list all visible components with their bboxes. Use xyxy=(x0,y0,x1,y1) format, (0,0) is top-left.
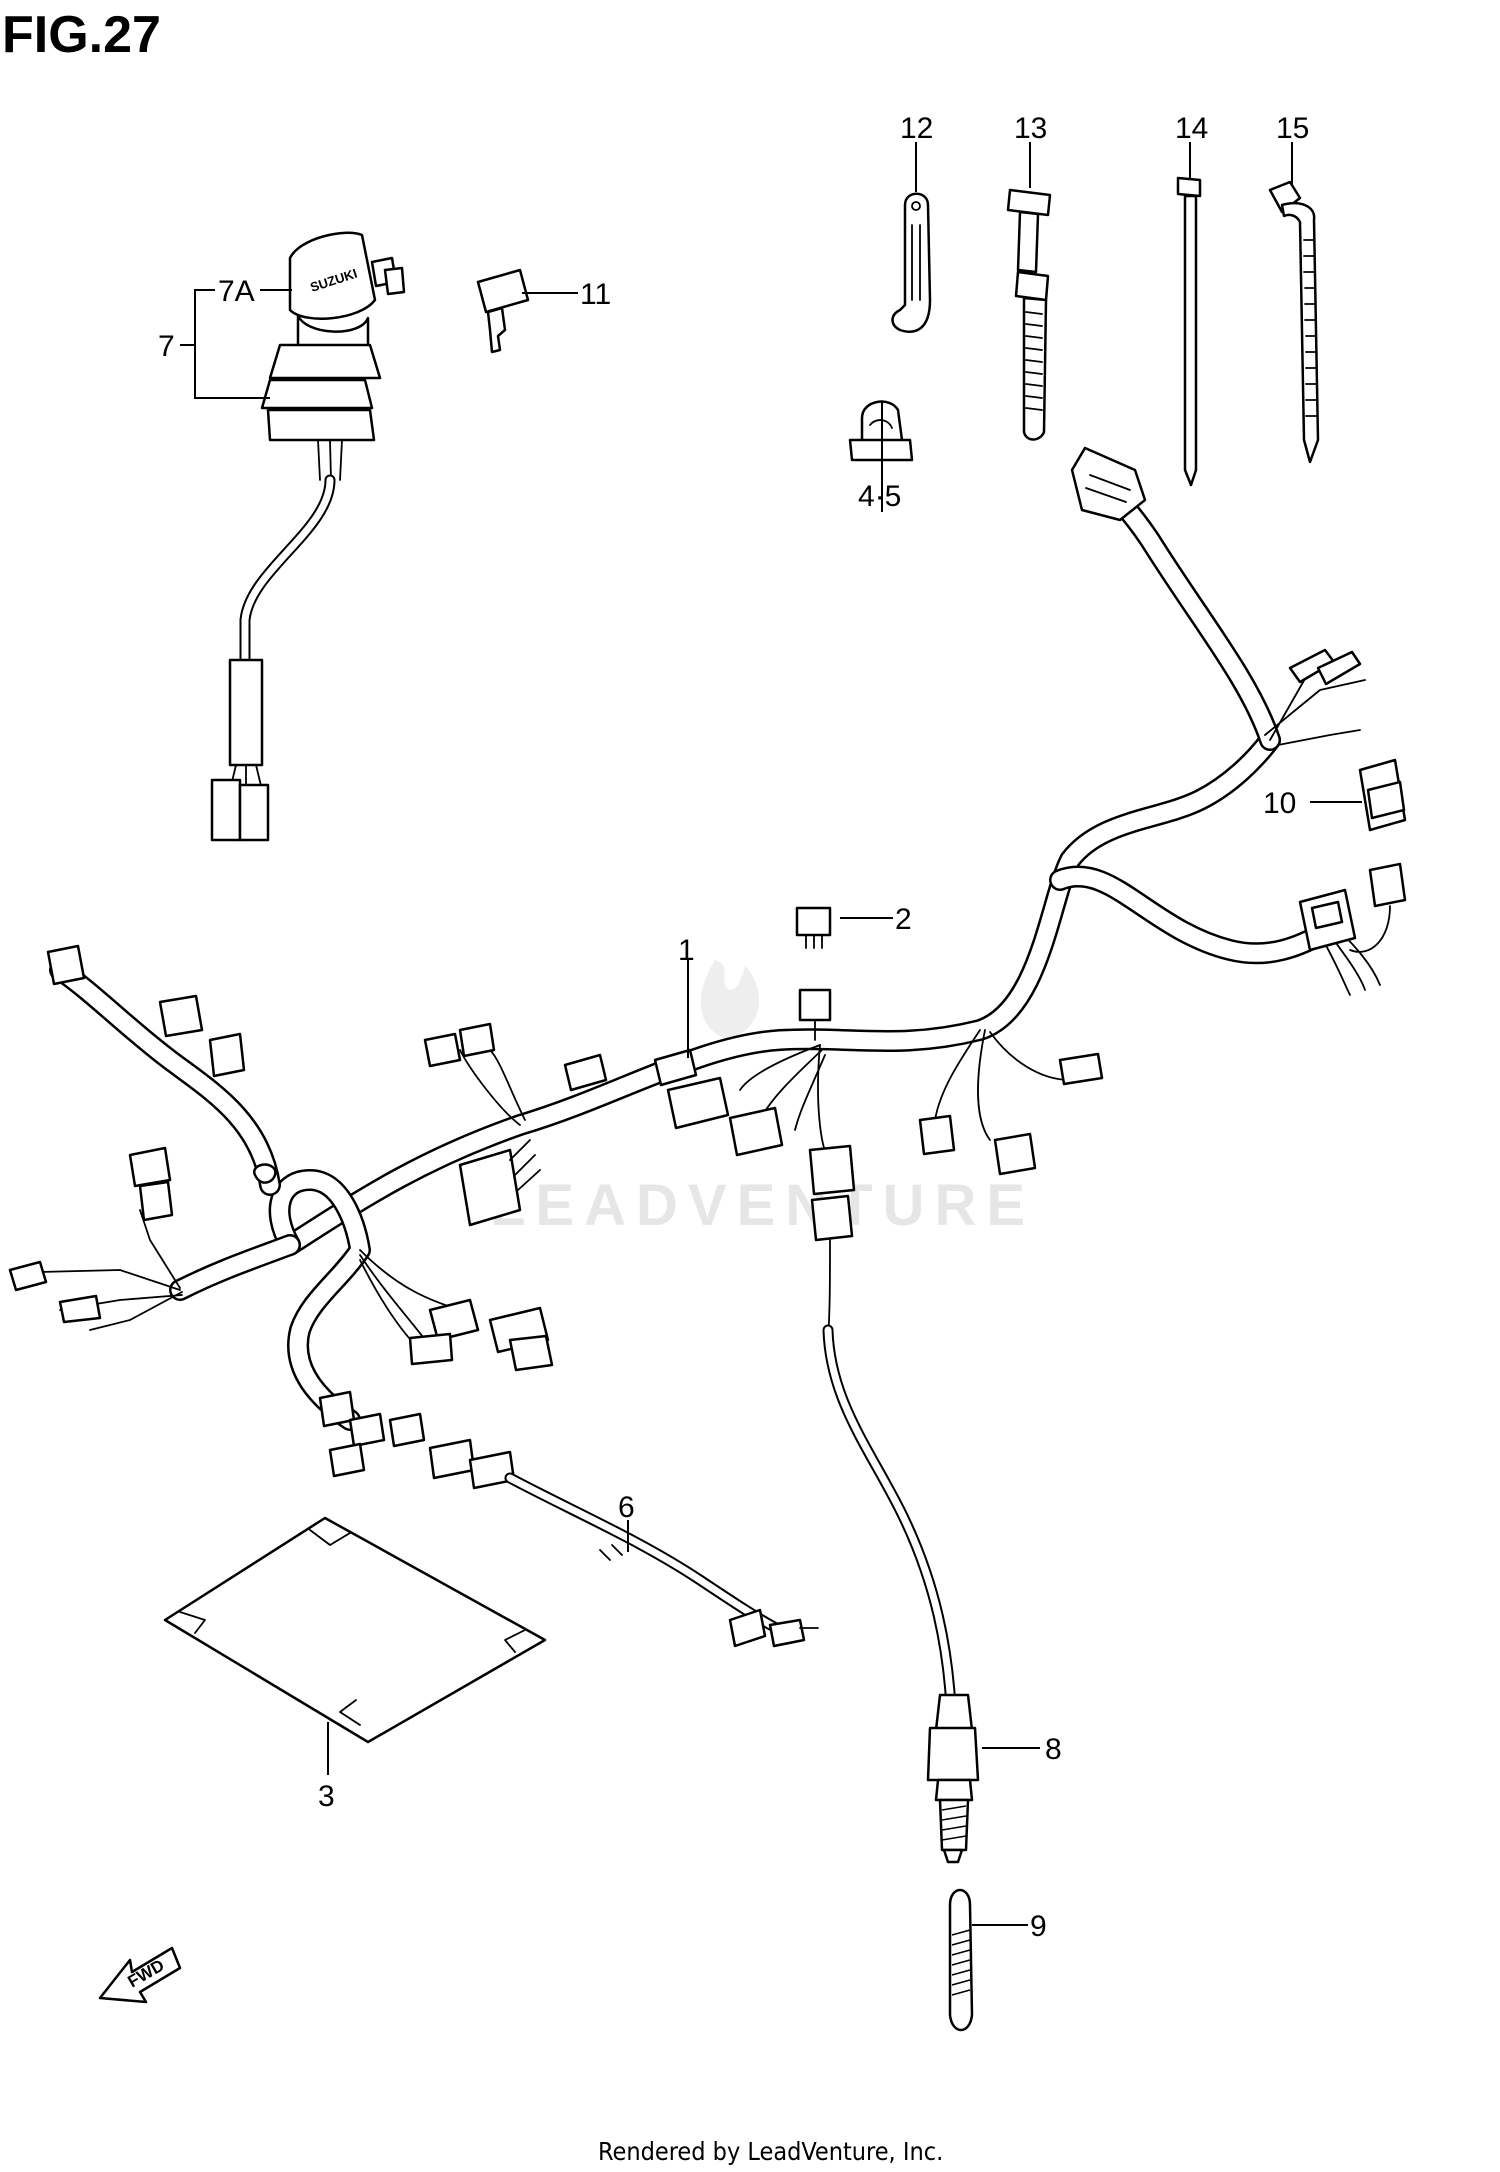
callout-10: 10 xyxy=(1263,787,1296,820)
watermark: LEADVENTURE xyxy=(490,960,1035,1238)
key-part-11 xyxy=(476,268,530,354)
tie-part-14 xyxy=(1176,176,1202,487)
watermark-text: LEADVENTURE xyxy=(490,1173,1035,1238)
tie-part-15 xyxy=(1268,180,1320,464)
forward-arrow-icon: FWD xyxy=(98,1946,182,2004)
callout-6: 6 xyxy=(618,1491,635,1524)
connector-part-2 xyxy=(795,906,832,949)
leader-7 xyxy=(194,289,215,345)
callout-7: 7 xyxy=(158,330,175,363)
callout-9: 9 xyxy=(1030,1910,1047,1943)
clamp-part-12 xyxy=(891,192,932,333)
callout-1: 1 xyxy=(678,934,695,967)
callout-2: 2 xyxy=(895,903,912,936)
callout-3: 3 xyxy=(318,1780,335,1813)
callout-13: 13 xyxy=(1014,112,1047,145)
pad-part-3 xyxy=(163,1516,547,1744)
callout-12: 12 xyxy=(900,112,933,145)
coupler-part-10 xyxy=(1358,758,1407,832)
lead-wire-part-6 xyxy=(428,1438,819,1648)
callout-8: 8 xyxy=(1045,1733,1062,1766)
ignition-switch-part-7: SUZUKI xyxy=(210,231,406,842)
callout-7a: 7A xyxy=(218,275,255,308)
sensor-part-8 xyxy=(926,1693,980,1864)
footer-credit: Rendered by LeadVenture, Inc. xyxy=(598,2137,943,2166)
main-harness-part-1 xyxy=(8,446,1407,1736)
callout-15: 15 xyxy=(1276,112,1309,145)
callout-14: 14 xyxy=(1175,112,1208,145)
leader-7b xyxy=(194,345,270,399)
callout-4-5: 4·5 xyxy=(858,480,901,513)
callout-11: 11 xyxy=(580,278,611,311)
figure-title: FIG.27 xyxy=(2,6,161,64)
cover-part-9 xyxy=(948,1888,974,2032)
band-part-13 xyxy=(1006,188,1052,441)
